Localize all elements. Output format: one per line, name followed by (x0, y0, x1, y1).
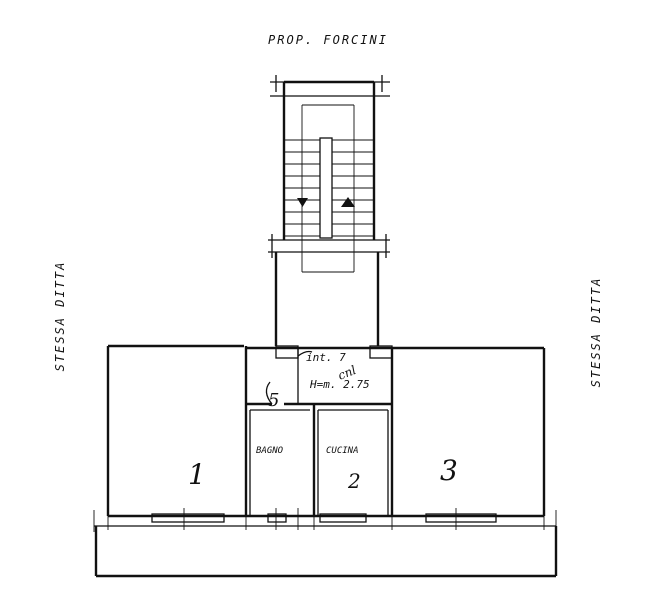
unit-interior-label: int. 7 (306, 351, 346, 364)
bathroom-label: BAGNO (256, 446, 284, 456)
room-1-number: 1 (188, 458, 206, 491)
stair-treads-right (332, 139, 374, 237)
apartment-outline (106, 344, 546, 516)
room-2-number: 2 (347, 469, 361, 493)
room-3-number: 3 (440, 454, 458, 487)
stair-up-arrow-icon (341, 197, 355, 207)
unit-height-label: H=m. 2.75 (309, 378, 370, 391)
stairwell (268, 75, 390, 346)
kitchen-label: CUCINA (326, 446, 359, 456)
bathroom-number: 5 (268, 390, 279, 411)
right-neighbor-label: STESSA DITTA (589, 277, 603, 388)
facade-and-balcony (93, 508, 558, 578)
stair-down-arrow-icon (297, 198, 308, 207)
entry-door-swing (297, 350, 313, 357)
left-neighbor-label: STESSA DITTA (53, 261, 67, 372)
unit-annotation: cnl (336, 363, 358, 383)
bathroom-door-swing (265, 381, 273, 405)
top-neighbor-label: PROP. FORCINI (268, 33, 388, 47)
